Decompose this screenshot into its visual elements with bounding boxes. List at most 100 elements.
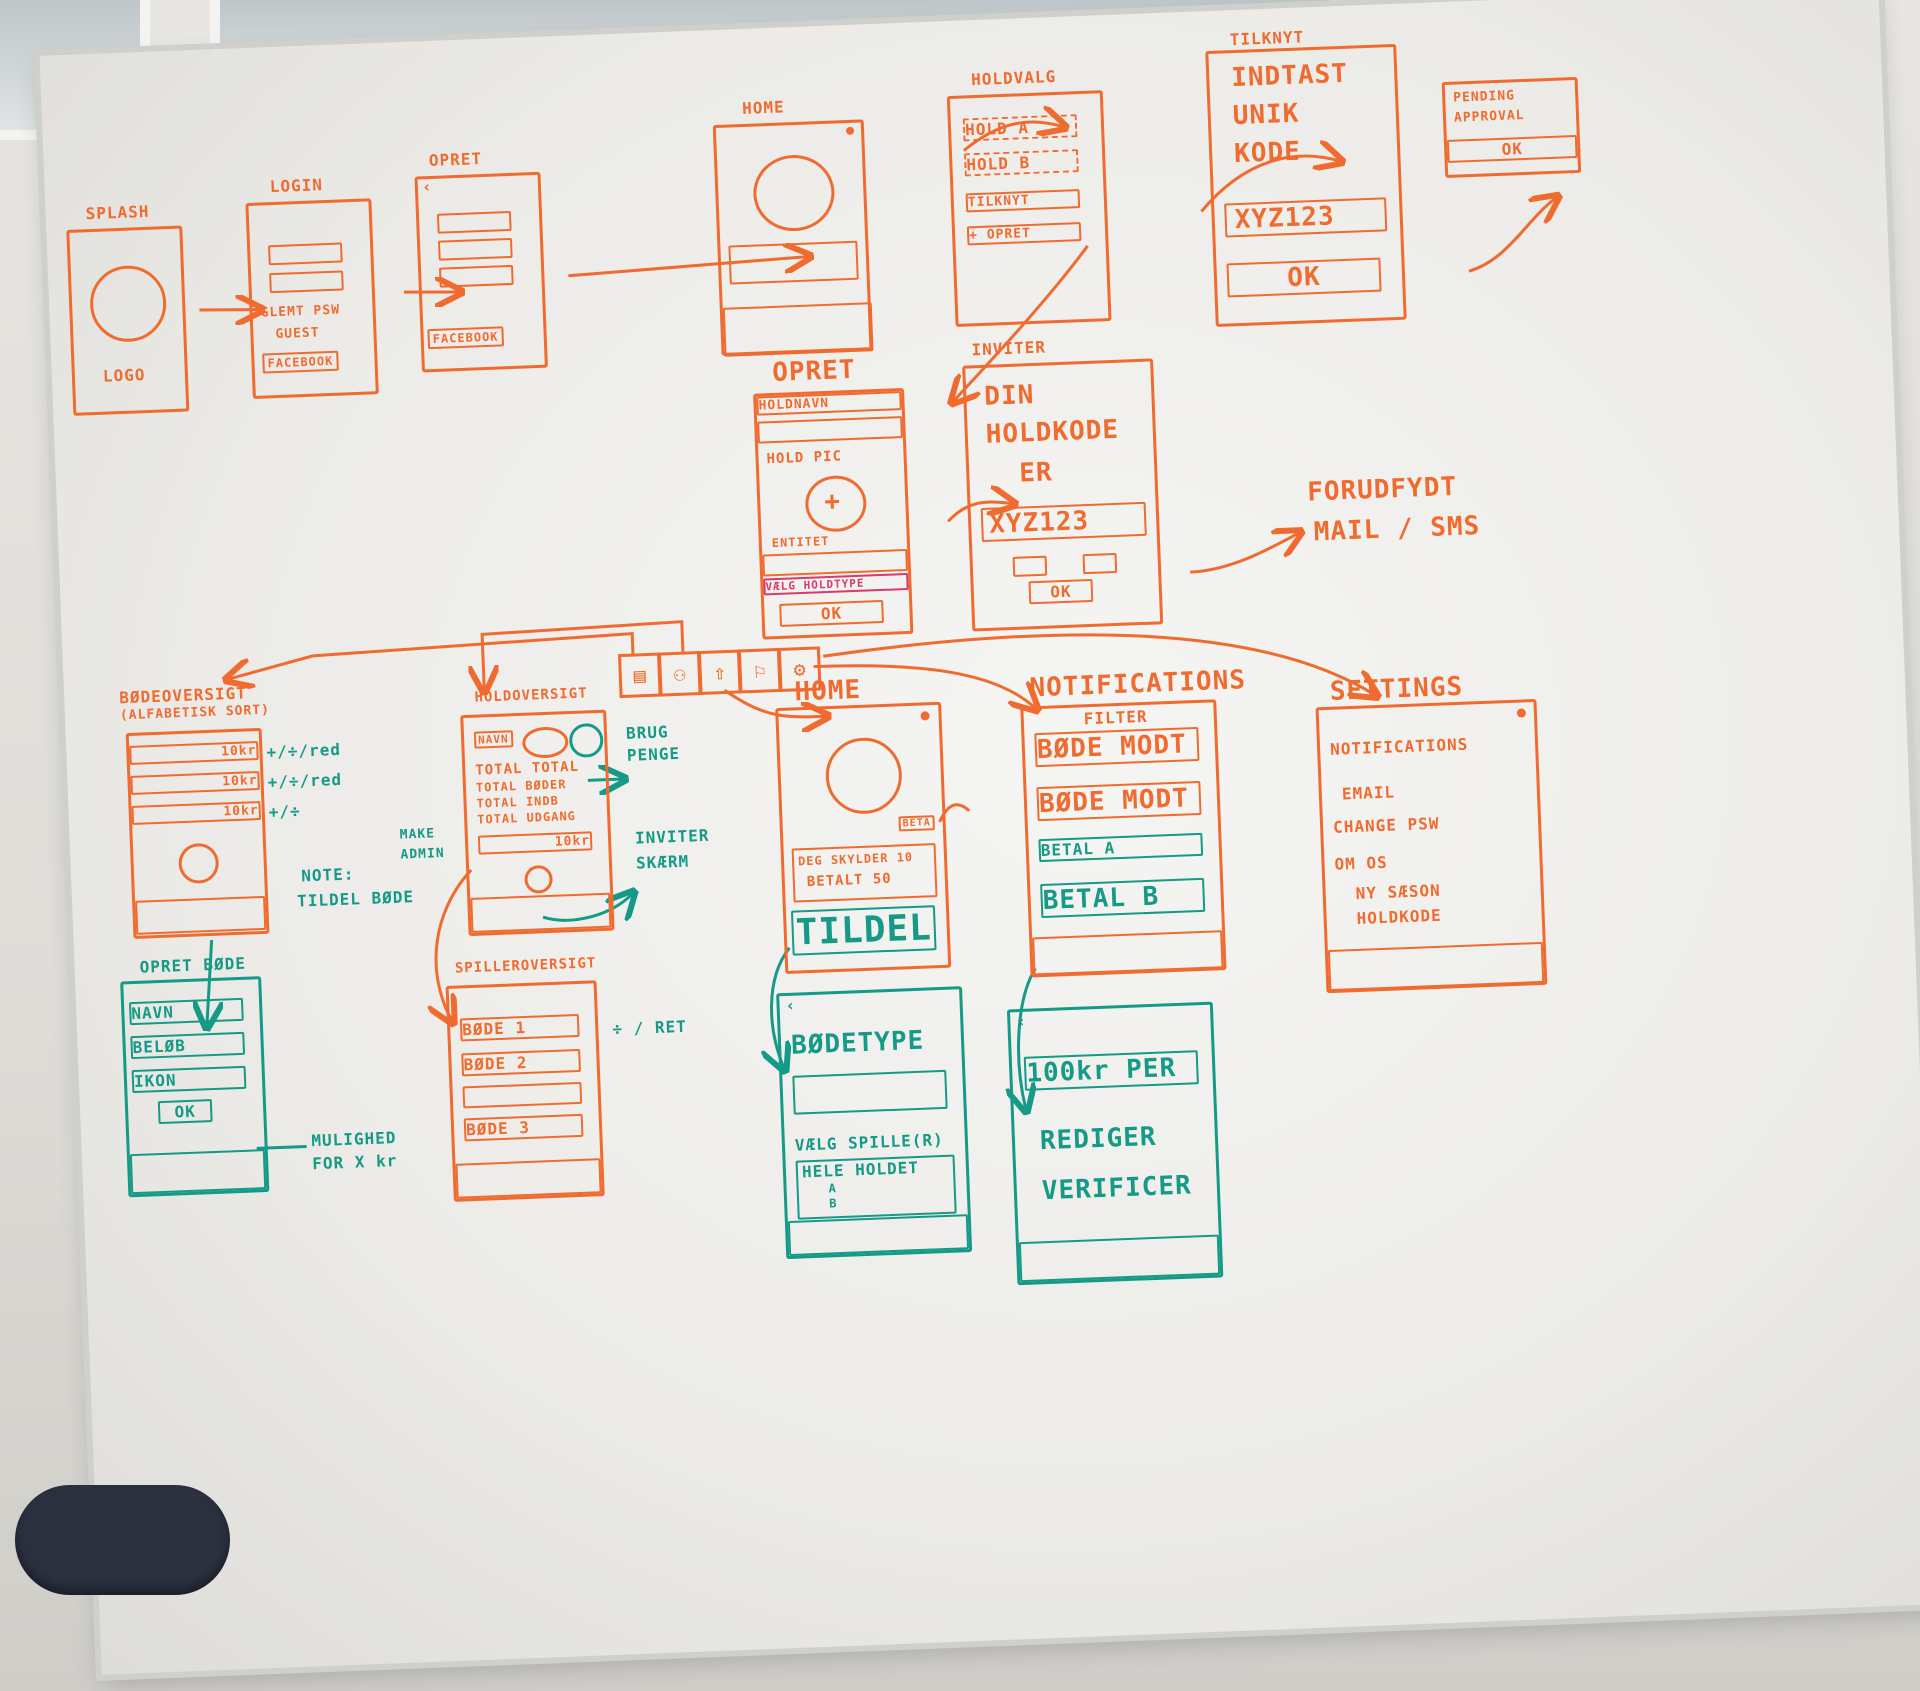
fine-type-select[interactable] [792, 1069, 948, 1115]
setting-item[interactable]: OM OS [1334, 852, 1389, 874]
player-row[interactable]: 10kr [477, 831, 593, 855]
notification-item[interactable]: BETAL B [1040, 877, 1206, 919]
filter-label[interactable]: FILTER [1083, 706, 1148, 729]
total-line: TOTAL BØDER [475, 777, 567, 795]
instruction-line: INDTAST [1230, 58, 1349, 94]
beta-button[interactable]: BETA [898, 815, 936, 832]
tab-bar [787, 1214, 970, 1257]
notification-item[interactable]: BØDE MODT [1036, 780, 1202, 822]
team-type-select[interactable]: VÆLG HOLDTYPE [763, 572, 909, 596]
holdoversigt-title: HOLDOVERSIGT [474, 685, 588, 706]
input-field[interactable] [762, 548, 908, 577]
facebook-button[interactable]: FACEBOOK [427, 326, 504, 350]
input-field[interactable] [437, 237, 513, 261]
prefilled-note: FORUDFYDT [1306, 471, 1458, 508]
ok-button[interactable]: OK [779, 599, 884, 627]
notifications-tab-icon[interactable]: ⚐ [737, 647, 782, 694]
tab-bar [1327, 941, 1545, 992]
verify-option[interactable]: VERIFICER [1041, 1170, 1193, 1207]
bodeoversigt-screen: 10kr 10kr 10kr [125, 727, 270, 939]
make-admin-note: ADMIN [400, 845, 445, 863]
ok-button[interactable]: OK [1226, 257, 1382, 298]
player-option[interactable]: B [828, 1196, 838, 1211]
team-balance-oval[interactable] [521, 726, 569, 759]
password-field[interactable] [269, 270, 344, 294]
ok-button[interactable]: OK [1028, 578, 1094, 605]
logo-circle [88, 264, 168, 344]
amount-field[interactable]: 100kr PER [1023, 1050, 1199, 1091]
tab-bar [722, 302, 874, 357]
menu-icon[interactable] [1516, 708, 1527, 718]
card [728, 240, 859, 285]
use-money-note: BRUG [625, 722, 669, 743]
back-arrow-icon[interactable]: ‹ [785, 995, 797, 1015]
ok-button[interactable]: OK [1446, 134, 1578, 163]
edit-fine-screen: ‹ 100kr PER REDIGER VERIFICER [1006, 1001, 1224, 1286]
setting-item[interactable]: NY SÆSON [1355, 880, 1442, 904]
home-screen: BETA DEG SKYLDER 10 BETALT 50 TILDEL [775, 701, 952, 974]
mail-icon[interactable] [1012, 555, 1048, 577]
whiteboard-eraser [15, 1485, 230, 1595]
player-option[interactable]: HELE HOLDET [801, 1157, 920, 1182]
tab-bar [135, 895, 267, 935]
choose-player-label: VÆLG SPILLE(R) [794, 1130, 945, 1155]
holdnavn-field[interactable]: HOLDNAVN [756, 391, 902, 416]
setting-item[interactable]: NOTIFICATIONS [1329, 734, 1469, 759]
note-label: NOTE: [300, 864, 355, 886]
use-money-button[interactable] [568, 722, 604, 759]
player-picker[interactable]: HELE HOLDET A B [795, 1154, 957, 1220]
setting-item[interactable]: HOLDKODE [1356, 905, 1443, 928]
input-field[interactable] [757, 416, 903, 444]
menu-icon[interactable] [920, 711, 930, 721]
opret-screen: ‹ FACEBOOK [414, 171, 548, 373]
icon-field[interactable]: IKON [131, 1065, 247, 1094]
forgot-password-link[interactable]: GLEMT PSW [260, 302, 341, 321]
fine-row[interactable]: BØDE 1 [459, 1013, 580, 1042]
setting-item[interactable]: EMAIL [1341, 782, 1396, 804]
notifications-screen: FILTER BØDE MODT BØDE MODT BETAL A BETAL… [1020, 699, 1227, 978]
ok-button[interactable]: OK [157, 1099, 213, 1125]
option-note: FOR X kr [311, 1151, 398, 1174]
input-field[interactable] [439, 264, 514, 288]
option-note: MULIGHED [311, 1128, 397, 1151]
team-b-option[interactable]: HOLD B [964, 149, 1079, 177]
add-photo-button[interactable]: + [804, 474, 868, 533]
add-fine-button[interactable] [177, 842, 220, 885]
player-option[interactable]: A [828, 1181, 838, 1196]
sms-icon[interactable] [1082, 552, 1118, 575]
facebook-button[interactable]: FACEBOOK [262, 350, 339, 374]
home-tab-icon[interactable]: ⇧ [697, 649, 742, 696]
fine-type-label: BØDETYPE [790, 1025, 925, 1061]
notification-item[interactable]: BETAL A [1038, 832, 1204, 863]
fine-row[interactable] [462, 1081, 583, 1109]
input-field[interactable] [436, 210, 512, 234]
fine-row[interactable]: BØDE 3 [463, 1113, 584, 1142]
name-field[interactable]: NAVN [128, 997, 244, 1026]
invite-button[interactable] [524, 864, 554, 894]
spilleroversigt-title: SPILLEROVERSIGT [454, 955, 597, 977]
fines-tab-icon[interactable]: ▤ [617, 652, 662, 699]
create-team-button[interactable]: + OPRET [966, 222, 1082, 246]
entitet-label: ENTITET [771, 533, 830, 551]
setting-item[interactable]: CHANGE PSW [1332, 813, 1440, 837]
team-a-option[interactable]: HOLD A [962, 114, 1078, 142]
assign-fine-button[interactable]: TILDEL [790, 905, 937, 956]
fine-row[interactable]: 10kr [131, 800, 262, 825]
username-field[interactable] [268, 242, 343, 266]
fine-row[interactable]: 10kr [129, 741, 259, 765]
team-tab-icon[interactable]: ⚇ [657, 651, 702, 697]
fine-row[interactable]: BØDE 2 [461, 1048, 581, 1077]
splash-title: SPLASH [85, 201, 150, 224]
code-input[interactable]: XYZ123 [1224, 197, 1388, 238]
guest-link[interactable]: GUEST [275, 325, 320, 343]
edit-option[interactable]: REDIGER [1039, 1121, 1158, 1157]
notification-item[interactable]: BØDE MODT [1034, 726, 1200, 768]
join-button[interactable]: TILKNYT [965, 189, 1081, 213]
back-arrow-icon[interactable]: ‹ [421, 176, 433, 197]
back-arrow-icon[interactable]: ‹ [1016, 1011, 1028, 1032]
settings-screen: NOTIFICATIONS EMAIL CHANGE PSW OM OS NY … [1315, 698, 1548, 994]
amount-field[interactable]: BELØB [130, 1031, 246, 1060]
fine-row[interactable]: 10kr [130, 771, 260, 795]
add-icon[interactable] [845, 126, 855, 136]
